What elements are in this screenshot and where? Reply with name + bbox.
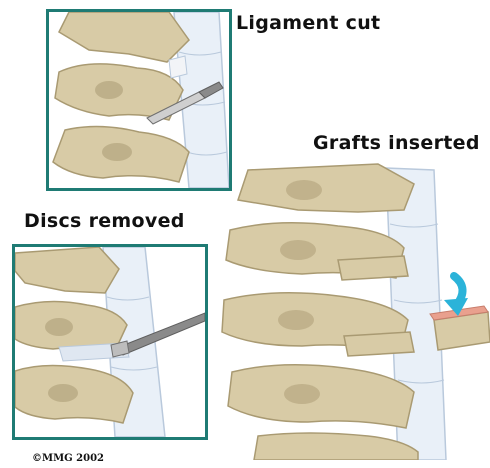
grafts-inserted-label: Grafts inserted (313, 132, 480, 154)
discs-removed-panel (12, 244, 208, 440)
ligament-cut-panel (46, 9, 232, 191)
ligament-cut-illustration (49, 12, 229, 188)
discs-removed-label: Discs removed (24, 210, 185, 232)
graft-block (430, 306, 490, 350)
discs-removed-illustration (15, 247, 205, 437)
grafts-inserted-illustration (218, 160, 490, 460)
ligament-cut-label: Ligament cut (236, 12, 380, 34)
copyright-notice: ©MMG 2002 (32, 453, 104, 464)
